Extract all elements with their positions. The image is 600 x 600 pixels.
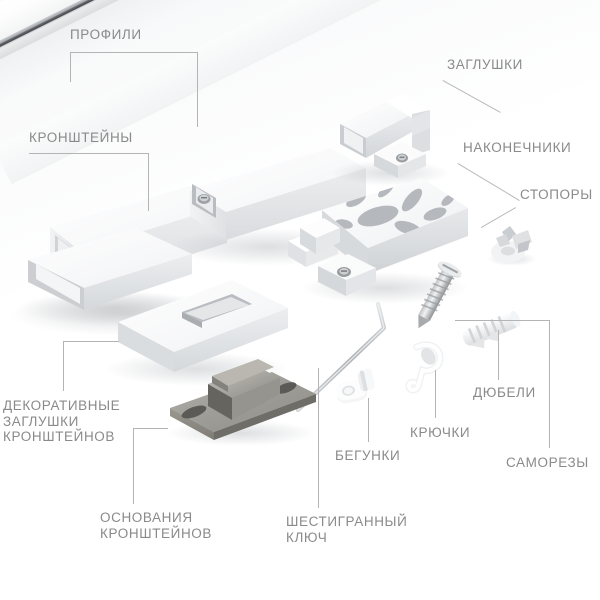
leader-samorezy-top [455, 320, 550, 321]
stopper [486, 216, 546, 268]
label-begunki: БЕГУНКИ [335, 448, 401, 463]
label-dyubeli: ДЮБЕЛИ [473, 385, 536, 400]
label-osnovaniya: ОСНОВАНИЯ КРОНШТЕЙНОВ [100, 510, 213, 541]
decor-cap-flat [106, 272, 296, 377]
leader-osnovaniya-drop [133, 428, 134, 504]
end-cap [330, 88, 460, 178]
label-dekorativnye: ДЕКОРАТИВНЫЕ ЗАГЛУШКИ КРОНШТЕЙНОВ [3, 398, 121, 444]
leader-hex-key [318, 368, 319, 508]
leader-osnovaniya-top [133, 428, 168, 429]
bracket-right [170, 120, 385, 240]
leader-profili-right [197, 52, 198, 127]
leader-dekor-top [63, 341, 119, 342]
label-zaglushki: ЗАГЛУШКИ [447, 57, 523, 72]
screw [398, 258, 470, 338]
dowel [452, 300, 532, 360]
leader-kronshteyny-top [29, 153, 149, 154]
leader-samorezy-drop [549, 320, 550, 448]
decor-cap-box [20, 222, 200, 317]
label-hex-key: ШЕСТИГРАННЫЙ КЛЮЧ [286, 514, 408, 545]
hook [392, 340, 454, 396]
leader-profili-left [70, 52, 71, 82]
label-samorezy: САМОРЕЗЫ [506, 455, 589, 470]
leader-begunki [368, 398, 369, 442]
leader-dekor-drop [63, 341, 64, 391]
label-kronshteyny: КРОНШТЕЙНЫ [29, 130, 133, 145]
finial [300, 170, 475, 300]
leader-profili-top [70, 52, 198, 53]
leader-dyubeli [498, 330, 499, 380]
leader-kryuchki [435, 370, 436, 418]
runner [330, 362, 392, 412]
label-kryuchki: КРЮЧКИ [410, 425, 471, 440]
hex-key [292, 298, 422, 418]
label-profili: ПРОФИЛИ [70, 27, 142, 42]
leader-kronshteyny-drop [148, 153, 149, 211]
label-stopory: СТОПОРЫ [520, 187, 593, 202]
bracket-base [164, 346, 324, 441]
label-nakonechniki: НАКОНЕЧНИКИ [463, 140, 572, 155]
